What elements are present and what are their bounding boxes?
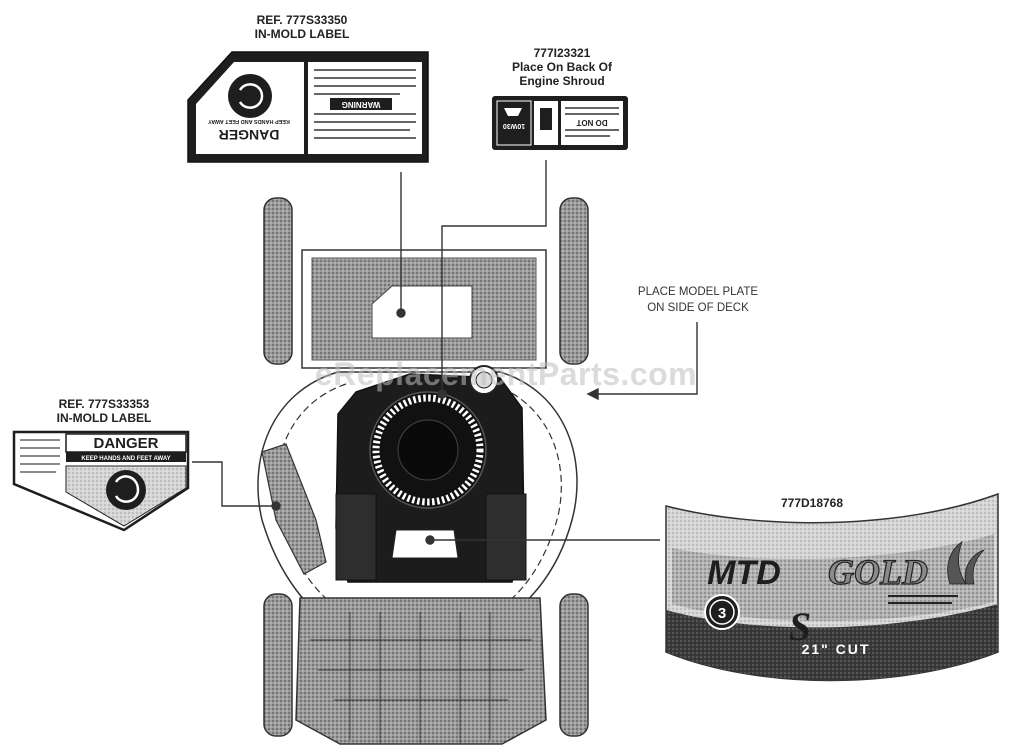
callout-777d18768: 777D18768 [762,496,862,510]
decal-777s33353 [12,430,190,532]
front-right-wheel [559,593,589,737]
watermark: eReplacementParts.com [314,356,698,392]
rear-right-wheel [559,197,589,365]
gold-leaf-icon [947,540,985,585]
front-left-wheel [263,593,293,737]
decal-777s33353-notice: KEEP HANDS AND FEET AWAY [81,456,170,462]
decal-777i23321 [492,96,628,150]
decal-777s33350 [187,51,429,163]
engine-decal-plate [391,529,459,559]
front-skirt [295,597,547,745]
callout-model-plate-line2: ON SIDE OF DECK [647,302,749,314]
callout-top-mid-ref: 777I23321 [533,46,591,60]
mower [257,197,589,745]
callout-top-mid: 777I23321 Place On Back Of Engine Shroud [484,46,640,88]
callout-top-mid-line2: Place On Back Of [511,60,613,74]
leader-777s33353 [192,461,276,507]
decal-777s33350-notice: KEEP HANDS AND FEET AWAY [208,118,290,124]
decal-badge-number: 3 [718,605,726,622]
decal-777s33350-danger: DANGER [219,127,280,143]
decal-cut-size: 21" CUT [802,641,871,657]
leader-model-plate [588,322,698,395]
decal-swoosh-letter: S [789,604,811,649]
leader-777i23321 [441,160,547,394]
decal-brand-mtd: MTD [707,554,781,592]
callout-model-plate-line1: PLACE MODEL PLATE [637,286,759,298]
decal-brand-gold: GOLD [828,552,928,592]
callout-top-left: REF. 777S33350 IN-MOLD LABEL [228,13,376,41]
callout-model-plate: PLACE MODEL PLATE ON SIDE OF DECK [612,284,784,316]
deck-danger-area [261,443,327,575]
callout-777d18768-ref: 777D18768 [780,496,844,510]
callout-left-type: IN-MOLD LABEL [56,411,152,425]
decal-777d18768 [665,492,999,682]
callout-top-left-type: IN-MOLD LABEL [254,27,350,41]
decal-777s33353-danger: DANGER [93,435,158,452]
leader-lines [192,160,698,545]
callout-top-mid-line3: Engine Shroud [519,74,605,88]
callout-left: REF. 777S33353 IN-MOLD LABEL [30,397,178,425]
decal-777i23321-caution: DO NOT [576,118,607,127]
rear-left-wheel [263,197,293,365]
bag-label-plate [371,285,473,339]
callout-left-ref: REF. 777S33353 [58,397,150,411]
decal-777s33350-warning: WARNING [342,100,381,109]
decal-777i23321-grade: 10W30 [503,122,525,129]
callout-top-left-ref: REF. 777S33350 [256,13,348,27]
